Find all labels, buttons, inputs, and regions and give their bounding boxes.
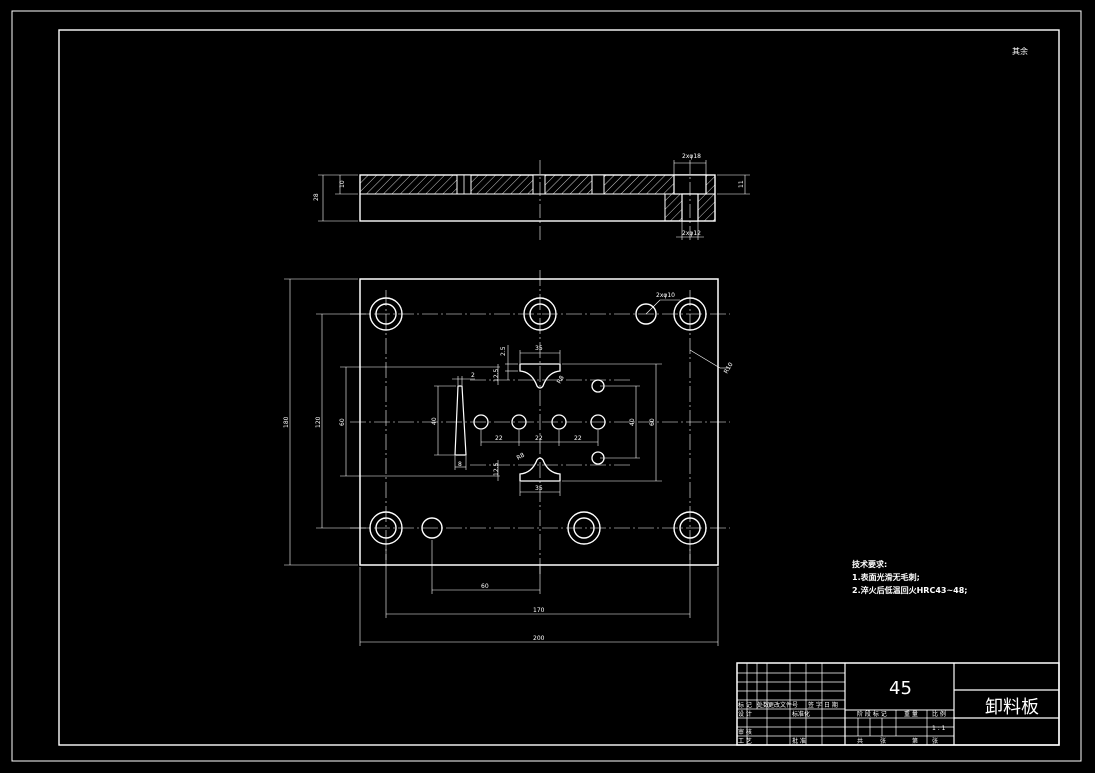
dim-bot-ht: 12.5 [493,462,500,476]
dim-pin-width: 2 [471,372,475,379]
tb-label-count: 处数 [757,701,769,709]
notes-title: 技术要求: [852,559,887,569]
top-slot-profile [519,363,561,389]
dim-height-holes: 120 [315,416,322,428]
plan-view: 180 120 60 40 40 60 R10 35 2.5 [283,270,735,646]
dim-top-slot: 35 [535,345,543,352]
tb-label-sheet: 第 [912,737,918,745]
tb-scale-value: 1 : 1 [932,725,946,732]
dim-side-top: 10 [339,180,346,188]
dim-pin-base: 8 [458,461,462,468]
corner-hole-bottom-right [673,511,707,545]
tb-label-standard: 标准化 [792,710,810,718]
dim-right-60: 60 [649,418,656,426]
side-view-slot-3 [591,174,605,195]
corner-hole-top-middle [523,297,557,331]
dim-counterbore-top: 2xφ18 [682,153,701,160]
dim-right-40: 40 [629,418,636,426]
side-view-slot-2 [532,174,546,195]
dim-offset: 60 [481,583,489,590]
dim-top-gap: 2.5 [500,346,507,356]
notes-item-1: 1.表面光滑无毛刺; [852,572,920,582]
dim-spacing-3: 22 [574,435,582,442]
pin-hole-bottom [421,517,443,539]
tb-sheet-no: 张 [932,737,938,745]
title-block [736,662,1060,746]
dim-bot-slot: 35 [535,485,543,492]
dim-counterbore-bottom: 2xφ12 [682,230,701,237]
title-block-part-name: 卸料板 [985,697,1039,718]
title-block-material: 45 [889,678,912,699]
tb-label-craft: 工 艺 [738,737,752,745]
corner-hole-top-right [673,297,707,331]
dim-side-total: 28 [313,193,320,201]
tb-label-file-no: 更改文件号 [768,701,798,709]
dim-side-right: 11 [738,180,745,188]
pin-hole-top [635,303,657,325]
dim-bot-r: R8 [516,452,527,462]
dim-width-holes: 170 [533,607,545,614]
dim-spacing-2: 22 [535,435,543,442]
tb-label-sign: 签 字 [808,701,822,709]
tb-label-mark: 标 记 [738,701,752,709]
tb-sheets-total: 张 [880,737,886,745]
tb-label-sheets: 共 [857,737,863,745]
tb-label-weight: 重 量 [904,710,918,718]
tb-label-date: 日 期 [824,701,838,709]
pin-profile [454,385,467,456]
dim-hole-2: 2xφ10 [656,292,675,299]
dim-top-ht: 12.5 [493,368,500,382]
dim-top-r: R8 [556,374,566,385]
sheet-inner-border [58,29,1060,746]
dim-height-inner: 60 [339,418,346,426]
tb-label-check: 审 核 [738,728,752,736]
bottom-slot-profile [519,457,561,482]
surface-finish-note: 其余 [1012,46,1028,56]
notes-item-2: 2.淬火后低温回火HRC43~48; [852,585,968,595]
dim-spacing-1: 22 [495,435,503,442]
dim-r-corner: R10 [723,361,735,375]
dim-pin-height: 40 [431,417,438,425]
dim-width-overall: 200 [533,635,545,642]
side-view: 28 10 11 2xφ18 2xφ12 [313,153,750,240]
tb-label-approve: 批 准 [792,737,806,745]
tb-label-scale: 比 例 [932,710,946,718]
tb-label-stage: 阶 段 标 记 [857,710,887,718]
technical-notes: 技术要求: 1.表面光滑无毛刺; 2.淬火后低温回火HRC43~48; [852,559,968,595]
corner-hole-bottom-middle [567,511,601,545]
sheet-outer-border [11,10,1082,762]
dim-height-overall: 180 [283,416,290,428]
tb-label-design: 设 计 [738,710,752,718]
